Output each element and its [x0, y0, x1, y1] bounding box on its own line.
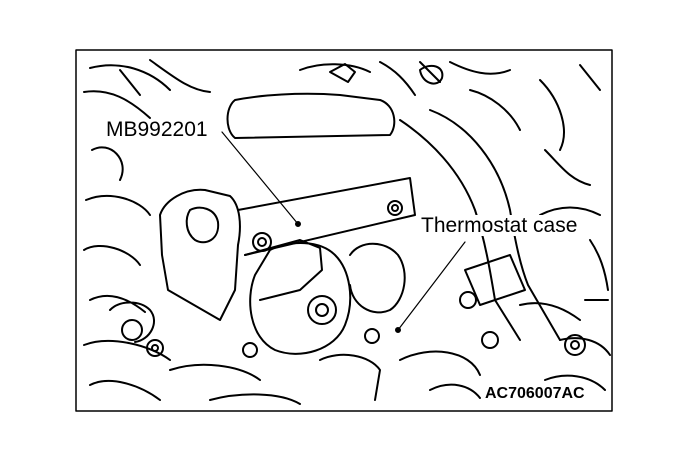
figure-frame [75, 49, 613, 412]
leader-line-tool [221, 131, 299, 225]
special-tool-bracket [159, 188, 241, 321]
engine-background-top [226, 61, 601, 186]
thermostat-case-label: Thermostat case [419, 214, 580, 237]
leader-dot-part [395, 327, 401, 333]
tool-callout-label: MB992201 [104, 118, 210, 141]
engine-background-bottom [169, 206, 611, 405]
leader-dot-tool [295, 221, 301, 227]
engine-background-left [83, 59, 211, 401]
thermostat-case [249, 242, 406, 355]
coolant-hose [399, 109, 561, 341]
leader-line-part [397, 241, 466, 331]
figure-code-label: AC706007AC [483, 385, 587, 402]
